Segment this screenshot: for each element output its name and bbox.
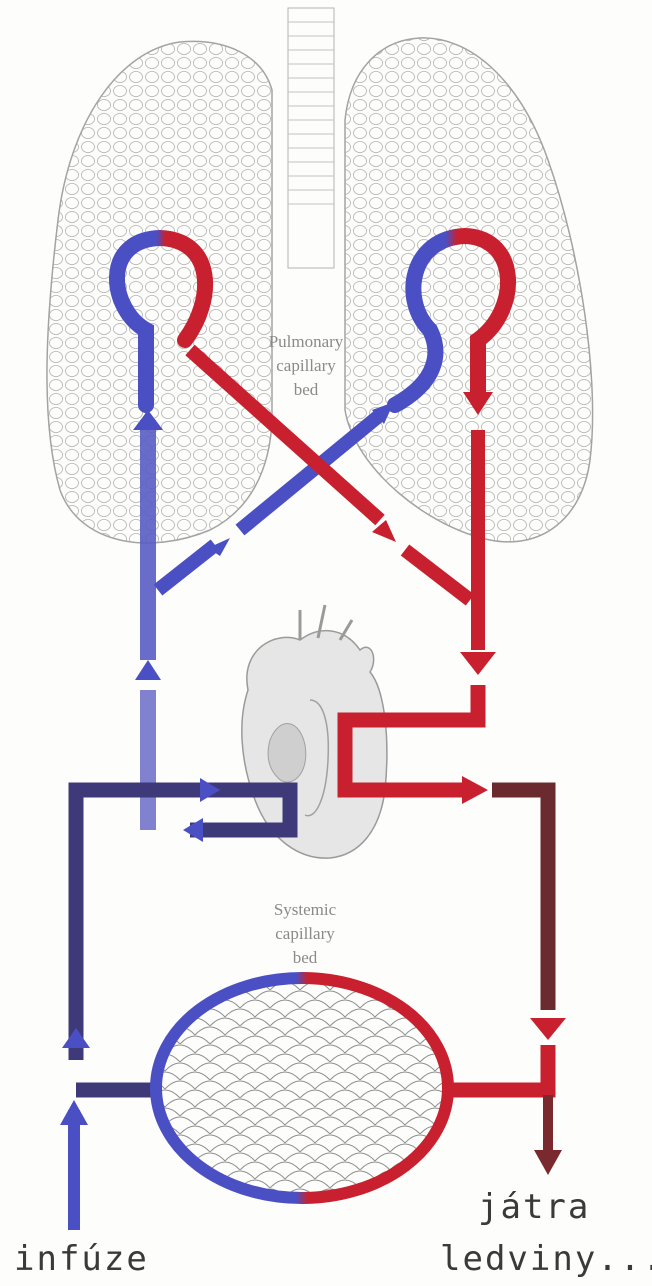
- trachea: [288, 8, 334, 268]
- systemic-label: Systemic capillary bed: [274, 900, 337, 967]
- systemic-capillary-bed: [156, 978, 448, 1198]
- systemic-label-line2: capillary: [275, 924, 335, 943]
- pulmonary-label: Pulmonary capillary bed: [269, 332, 344, 399]
- pulmonary-label-line3: bed: [294, 380, 319, 399]
- pulmonary-label-line1: Pulmonary: [269, 332, 344, 351]
- right-lung: [345, 38, 593, 542]
- kidneys-label: ledviny...: [440, 1239, 652, 1279]
- pulmonary-label-line2: capillary: [276, 356, 336, 375]
- infusion-label: infúze: [14, 1239, 149, 1279]
- heart: [242, 605, 387, 858]
- systemic-label-line1: Systemic: [274, 900, 337, 919]
- left-lung: [47, 41, 272, 543]
- liver-label: játra: [478, 1187, 590, 1227]
- systemic-label-line3: bed: [293, 948, 318, 967]
